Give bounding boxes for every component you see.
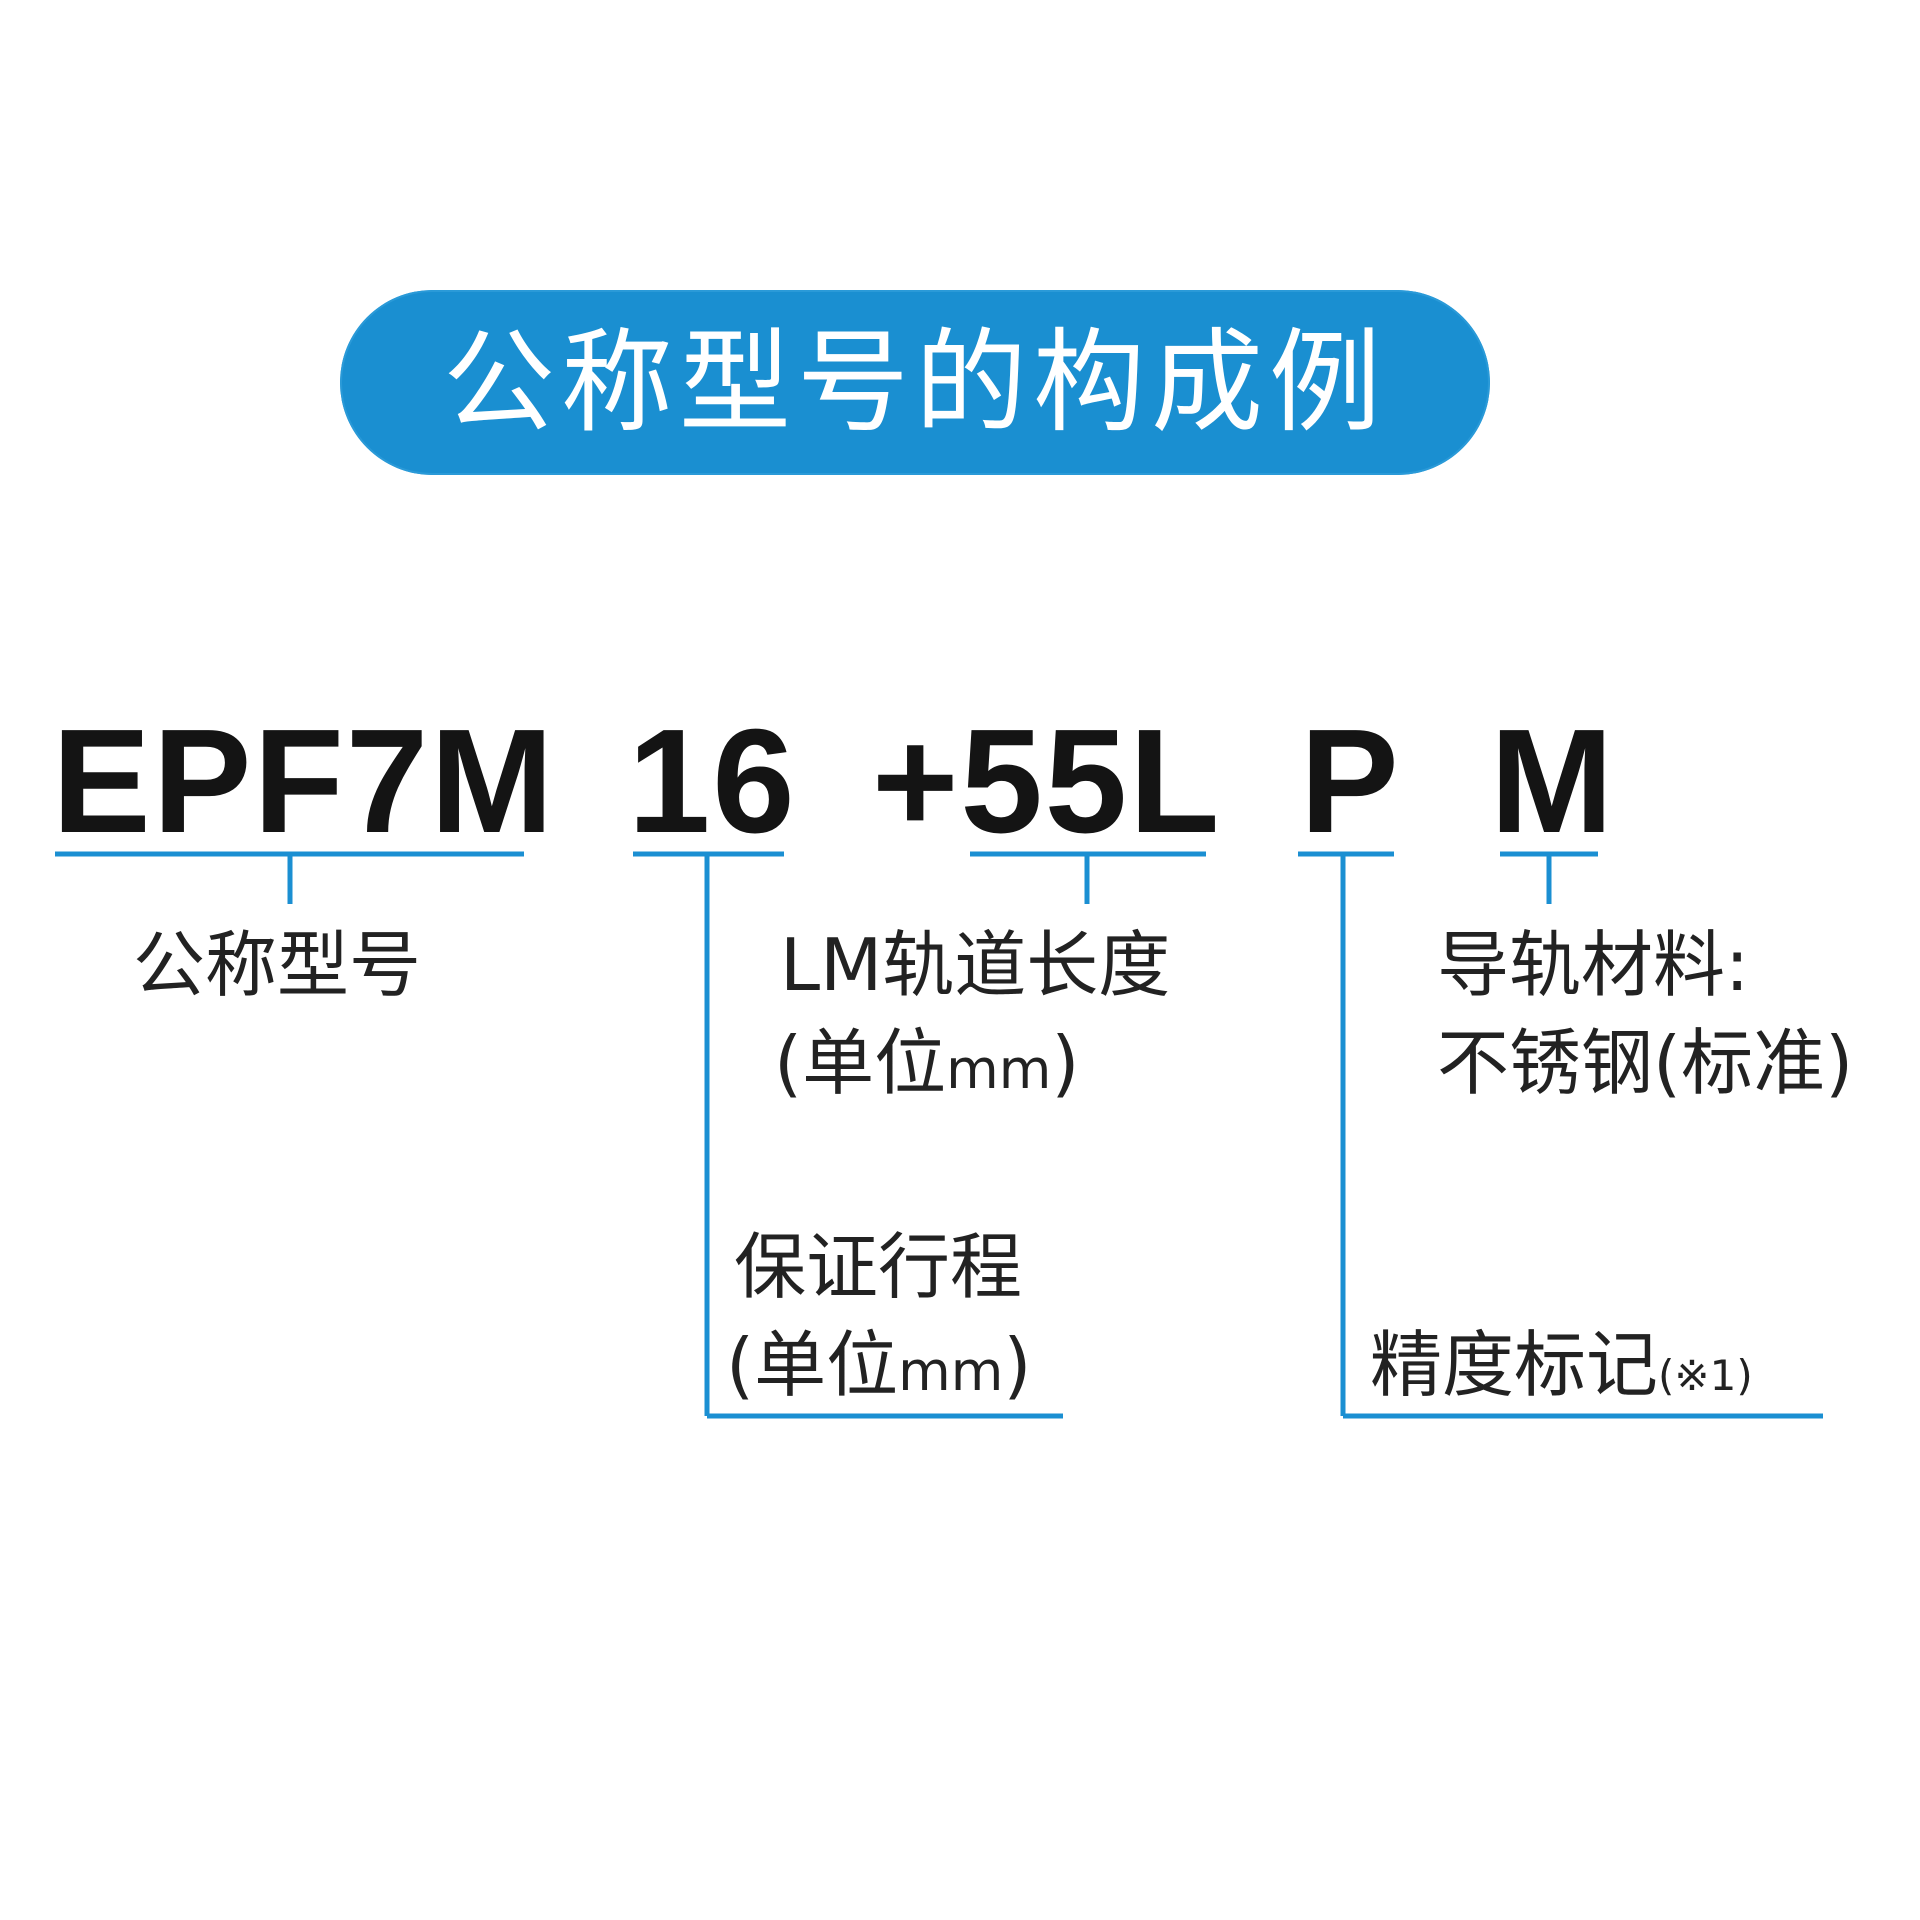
code-part-accuracy: P [1300, 699, 1401, 864]
label-rail-length-line2: (单位mm) [774, 1021, 1080, 1105]
code-part-stroke: 16 [628, 699, 797, 864]
label-rail-length-line1: LM轨道长度 [780, 923, 1171, 1007]
label-accuracy: 精度标记(※1) [1370, 1323, 1753, 1407]
label-rail-material-line1: 导轨材料: [1437, 923, 1750, 1007]
label-stroke-line1: 保证行程 [734, 1225, 1023, 1309]
title-banner: 公称型号的构成例 [340, 290, 1490, 475]
code-part-rail-length: +55L [872, 699, 1222, 864]
label-model: 公称型号 [133, 923, 422, 1007]
code-part-model: EPF7M [52, 699, 556, 864]
code-part-material: M [1490, 699, 1616, 864]
diagram-title: 公称型号的构成例 [443, 317, 1387, 448]
label-stroke-line2: (单位mm) [726, 1323, 1032, 1407]
label-rail-material-line2: 不锈钢(标准) [1437, 1021, 1854, 1105]
label-accuracy-note: (※1) [1658, 1351, 1753, 1400]
